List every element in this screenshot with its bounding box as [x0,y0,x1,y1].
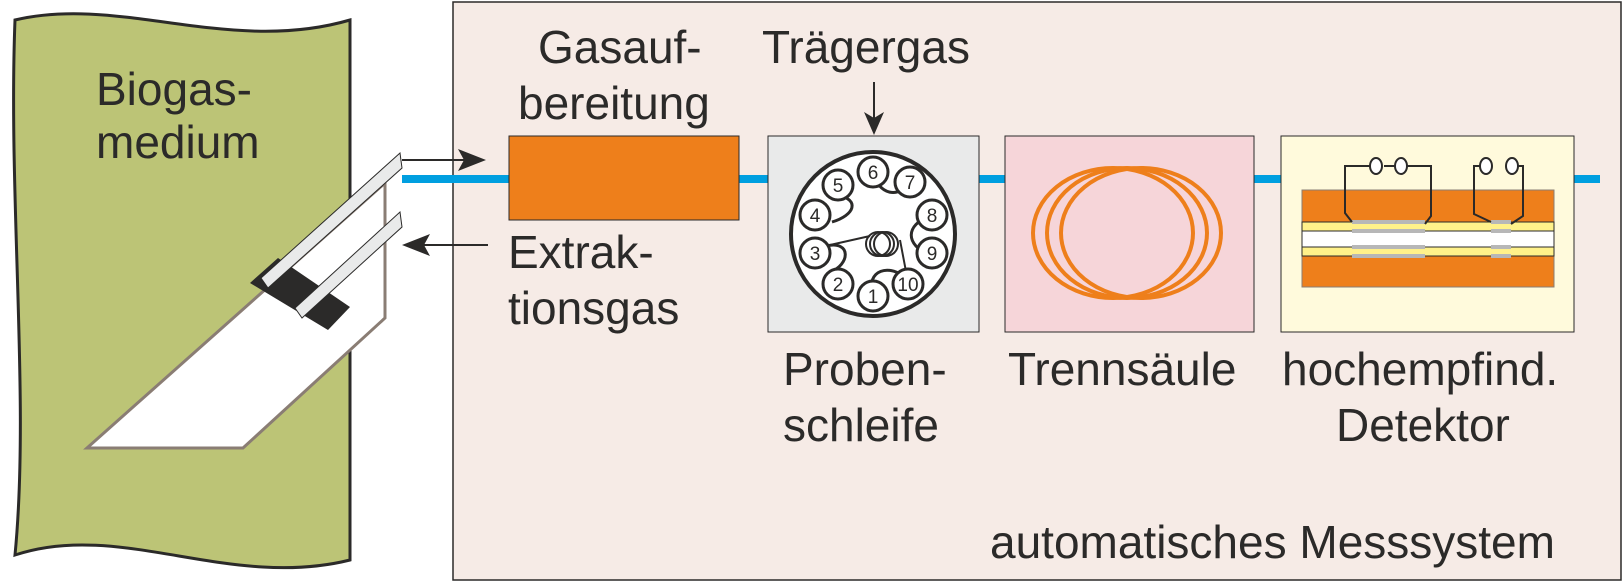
system-label: automatisches Messsystem [990,516,1555,568]
valve-port-7 [893,165,927,199]
valve-icon: 1 23 45 6 78 9 10 [789,150,957,318]
valve-port-label: 1 [868,287,879,308]
valve-port-6 [856,155,890,189]
valve-port-label: 8 [927,206,938,227]
column-coil-icon [1031,166,1223,300]
valve-port-label: 3 [810,244,821,265]
valve-port-label: 5 [833,176,844,197]
valve-port-10 [891,267,925,301]
carrier-gas-label: Trägergas [762,21,970,73]
valve-port-4 [798,198,832,232]
gas-prep-label-line1: Gasauf- [538,21,702,73]
valve-port-label: 2 [833,275,844,296]
sample-loop-label-line1: Proben- [783,343,947,395]
valve-port-2 [821,267,855,301]
probe-tube-inlet [294,210,403,319]
biogas-medium-panel [12,12,352,570]
outflow-arrow [402,149,486,171]
detector-label-line1: hochempfind. [1282,343,1558,395]
gas-prep-label-line2: bereitung [518,77,710,129]
inflow-arrow [402,234,488,256]
valve-port-5 [821,168,855,202]
valve-port-8 [915,198,949,232]
detector-label-line2: Detektor [1336,399,1510,451]
detector-icon [1301,157,1555,288]
valve-port-label: 9 [927,244,938,265]
valve-port-label: 10 [897,275,918,296]
extraction-gas-label-line1: Extrak- [508,226,654,278]
column-box [1004,135,1255,333]
valve-port-label: 4 [810,206,821,227]
valve-port-label: 6 [868,163,879,184]
valve-port-label: 7 [905,173,916,194]
gas-preparation-box [508,135,740,221]
column-label: Trennsäule [1008,343,1236,395]
valve-port-1 [856,279,890,313]
medium-label-line2: medium [96,116,260,168]
carrier-gas-arrow [864,82,884,135]
probe-tube-outlet [260,151,403,289]
medium-label-line1: Biogas- [96,63,252,115]
valve-port-9 [915,236,949,270]
sample-loop-label-line2: schleife [783,399,939,451]
extraction-gas-label-line2: tionsgas [508,282,679,334]
valve-port-3 [798,236,832,270]
